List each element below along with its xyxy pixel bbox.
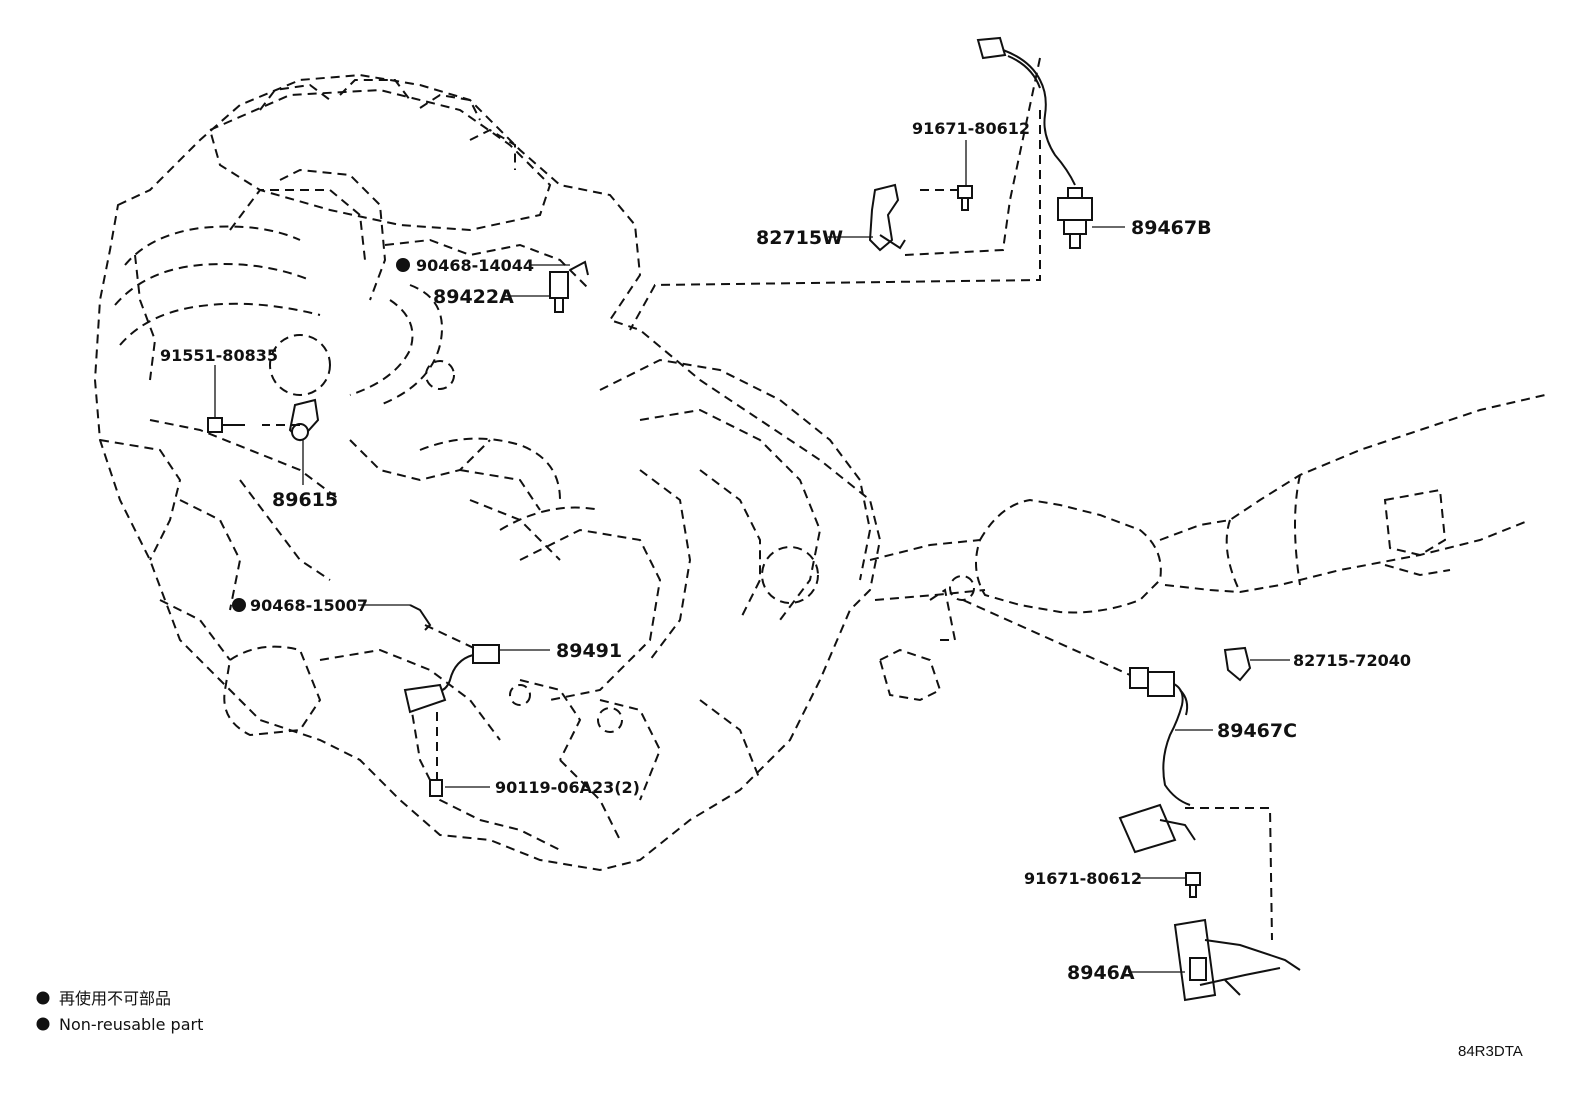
bolt-91671-bottom[interactable] <box>1185 872 1201 898</box>
dashed-connectors <box>262 57 1273 941</box>
sensor-89491[interactable] <box>403 644 500 714</box>
diagram-code: 84R3DTA <box>1458 1043 1523 1060</box>
exhaust-pipe-drawing <box>869 394 1546 614</box>
non-reusable-marker-90468-15007 <box>232 598 246 612</box>
label-89467c[interactable]: 89467C <box>1217 720 1297 742</box>
label-82715-72040[interactable]: 82715-72040 <box>1293 651 1411 670</box>
label-89422a[interactable]: 89422A <box>433 286 514 308</box>
sensor-89422a[interactable] <box>549 260 589 313</box>
label-90119-06a23[interactable]: 90119-06A23(2) <box>495 778 640 797</box>
non-reusable-marker-90468-14044 <box>396 258 410 272</box>
legend: 再使用不可部品 Non-reusable part <box>36 989 203 1034</box>
part-labels: 91671-80612 89467B 82715W 90468-14044 89… <box>160 119 1411 984</box>
legend-bullet-en <box>36 1017 50 1031</box>
air-fuel-ratio-sensor-upper[interactable] <box>976 36 1093 249</box>
bolt-91551[interactable] <box>207 417 245 433</box>
label-89491[interactable]: 89491 <box>556 640 622 662</box>
bolt-91671-top[interactable] <box>957 185 973 211</box>
label-89467b[interactable]: 89467B <box>1131 217 1212 239</box>
label-91671-80612-bottom[interactable]: 91671-80612 <box>1024 869 1142 888</box>
clamp-82715-72040[interactable] <box>1223 646 1252 682</box>
bracket-8946a[interactable] <box>1173 918 1301 1002</box>
label-89615[interactable]: 89615 <box>272 489 338 511</box>
seal-90468-15007[interactable] <box>409 604 432 631</box>
bolt-90119[interactable] <box>429 779 443 797</box>
legend-bullet-ja <box>36 991 50 1005</box>
leader-lines <box>214 140 1290 973</box>
label-82715w[interactable]: 82715W <box>756 227 843 249</box>
legend-text-en: Non-reusable part <box>59 1015 203 1034</box>
bracket-82715w[interactable] <box>868 183 906 252</box>
label-91671-80612-top[interactable]: 91671-80612 <box>912 119 1030 138</box>
label-90468-14044[interactable]: 90468-14044 <box>416 256 534 275</box>
legend-text-ja: 再使用不可部品 <box>59 989 171 1008</box>
sensor-89615[interactable] <box>288 398 320 442</box>
air-fuel-ratio-sensor-lower[interactable] <box>1118 667 1196 854</box>
label-8946a[interactable]: 8946A <box>1067 962 1135 984</box>
label-90468-15007[interactable]: 90468-15007 <box>250 596 368 615</box>
engine-assembly-drawing <box>93 73 957 872</box>
label-91551-80835[interactable]: 91551-80835 <box>160 346 278 365</box>
